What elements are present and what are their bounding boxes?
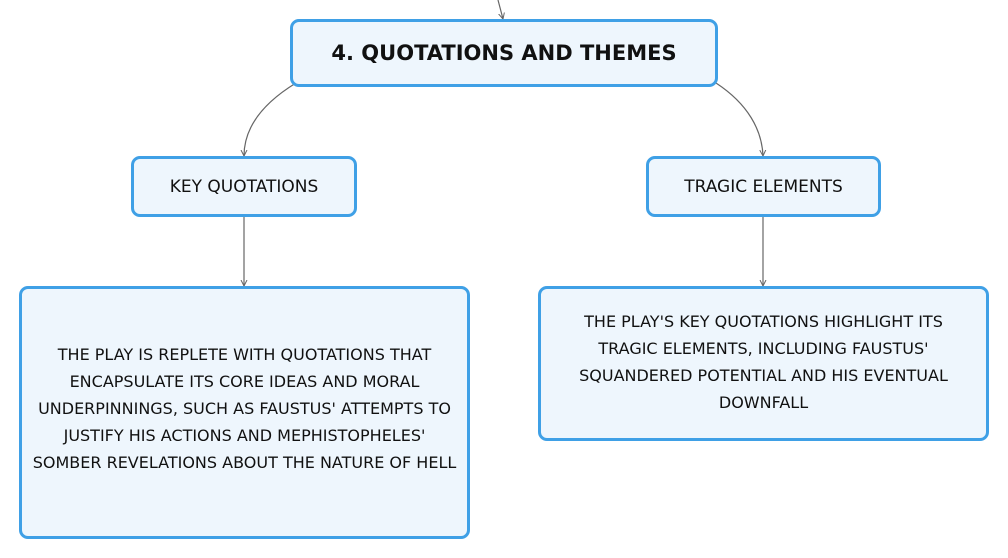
tragic-elements-node[interactable]: TRAGIC ELEMENTS: [646, 156, 881, 217]
connector-root-to-tragic-elements: [715, 82, 763, 156]
key-quotations-label: KEY QUOTATIONS: [169, 176, 319, 197]
tragic-elements-label: TRAGIC ELEMENTS: [684, 176, 843, 197]
tragic-elements-detail-text: THE PLAY'S KEY QUOTATIONS HIGHLIGHT ITS …: [579, 311, 948, 412]
root-topic-label: 4. QUOTATIONS AND THEMES: [331, 41, 677, 65]
tragic-elements-detail-node[interactable]: THE PLAY'S KEY QUOTATIONS HIGHLIGHT ITS …: [538, 286, 989, 441]
key-quotations-node[interactable]: KEY QUOTATIONS: [131, 156, 357, 217]
connector-root-to-key-quotations: [244, 82, 297, 156]
root-topic-node[interactable]: 4. QUOTATIONS AND THEMES: [290, 19, 718, 87]
key-quotations-detail-node[interactable]: THE PLAY IS REPLETE WITH QUOTATIONS THAT…: [19, 286, 470, 539]
key-quotations-detail-text: THE PLAY IS REPLETE WITH QUOTATIONS THAT…: [32, 345, 457, 472]
connector-parent-to-root: [497, 0, 503, 19]
